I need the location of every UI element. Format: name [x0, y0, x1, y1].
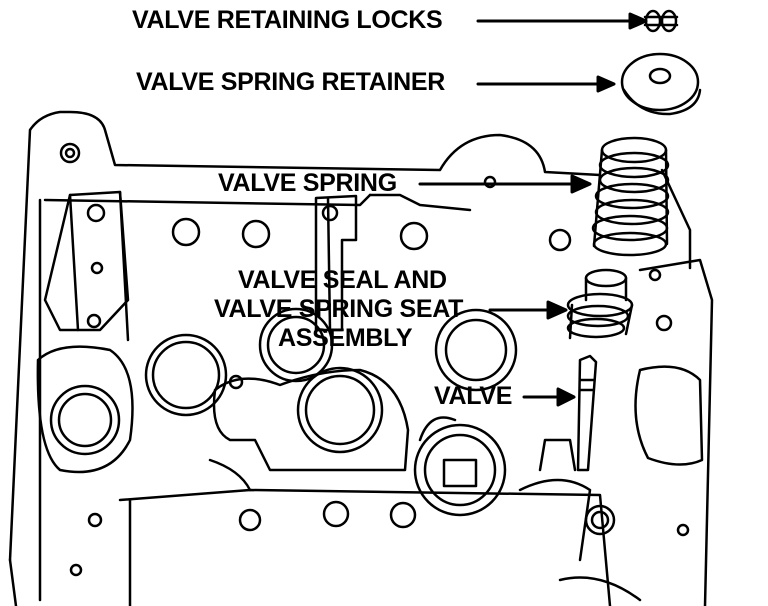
label-valve-seal-line2: VALVE SPRING SEAT — [214, 295, 464, 323]
valve-spring-part — [591, 136, 670, 257]
valve-part — [576, 354, 598, 472]
leader-arrows — [418, 12, 648, 407]
cam-bridge — [212, 366, 410, 472]
label-valve-spring: VALVE SPRING — [218, 169, 397, 197]
label-valve-seal-line3: ASSEMBLY — [278, 324, 413, 352]
valve-bores — [36, 307, 704, 474]
label-valve-retaining-locks: VALVE RETAINING LOCKS — [132, 6, 443, 34]
rocker-arm-left — [43, 190, 130, 342]
label-valve-spring-retainer: VALVE SPRING RETAINER — [136, 68, 446, 96]
spark-plug-tube — [413, 416, 507, 517]
label-valve-seal-line1: VALVE SEAL AND — [238, 266, 447, 294]
valve-seal-seat-part — [566, 268, 634, 340]
valve-spring-retainer-part — [620, 52, 702, 116]
cylinder-head-outline — [8, 110, 714, 606]
valve-retaining-locks-part — [643, 9, 679, 33]
label-valve: VALVE — [434, 382, 513, 410]
lower-deck — [118, 438, 642, 606]
